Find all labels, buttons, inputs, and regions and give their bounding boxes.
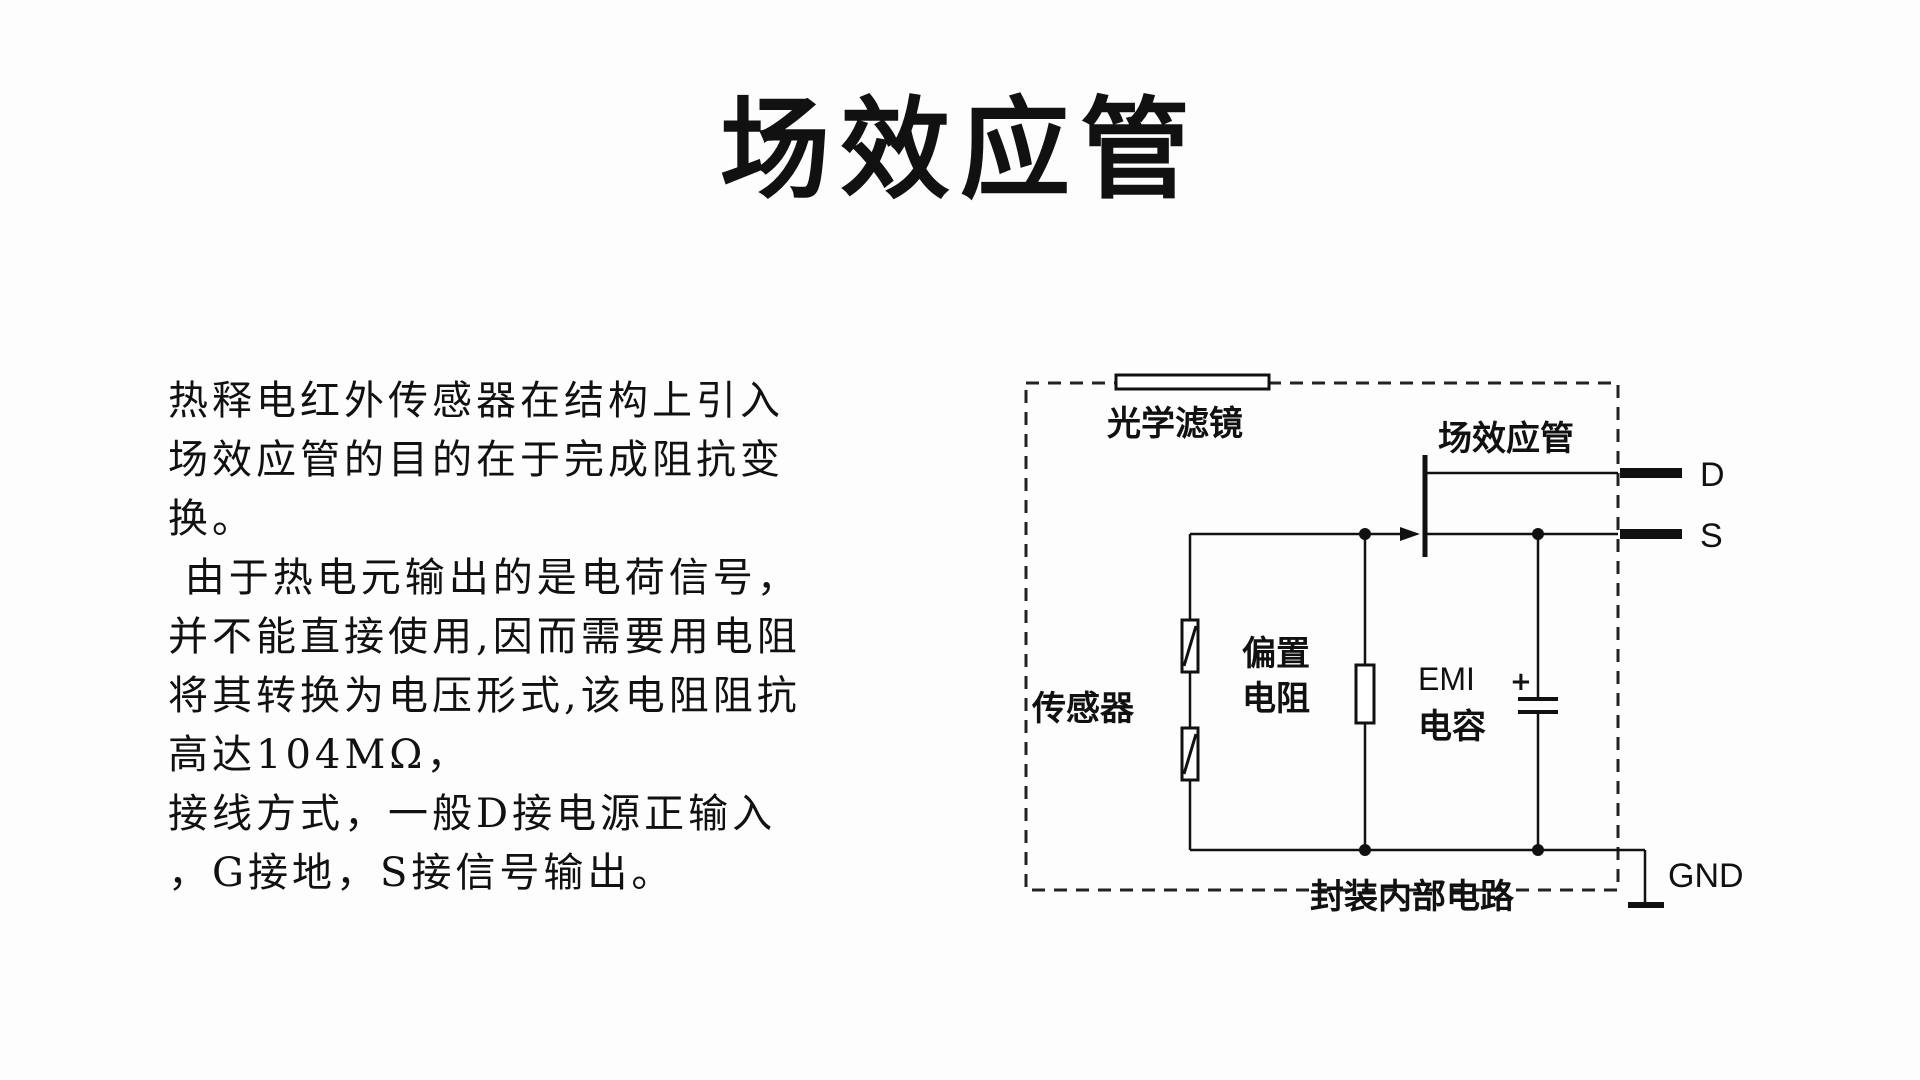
package-label: 封装内部电路 [1310,877,1515,917]
optical-filter-window [1114,373,1271,391]
text-line: 换。 [168,496,256,542]
description-text: 热释电红外传感器在结构上引入 场效应管的目的在于完成阻抗变 换。 由于热电元输出… [168,372,868,903]
emi-label-line1: EMI [1418,661,1475,697]
pin-s-lead [1620,529,1682,539]
pin-gnd-label: GND [1668,857,1744,895]
optical-filter-label: 光学滤镜 [1107,404,1243,444]
fet-arrow-icon [1400,527,1420,541]
text-line: 将其转换为电压形式,该电阻阻抗 [168,673,801,719]
bias-resistor-label-line2: 电阻 [1242,679,1310,719]
bias-resistor-label-line1: 偏置 [1242,634,1310,674]
fet-label: 场效应管 [1438,419,1574,459]
sensor-label: 传感器 [1031,689,1135,729]
pin-d-label: D [1700,456,1725,494]
text-line: 接线方式，一般D接电源正输入 [168,791,777,837]
circuit-diagram: 光学滤镜 场效应管 D S 传感器 偏置 电阻 + [1010,360,1770,924]
pin-d-lead [1620,468,1682,478]
bias-resistor [1354,663,1376,725]
text-line: 场效应管的目的在于完成阻抗变 [168,437,784,483]
junction-dot [1359,528,1371,540]
text-line: 并不能直接使用,因而需要用电阻 [168,614,801,660]
text-line: 热释电红外传感器在结构上引入 [168,378,784,424]
sensor-element-bottom-diagonal [1182,733,1198,775]
capacitor-polarity-label: + [1510,667,1532,697]
package-boundary [1024,381,1620,892]
pin-s-label: S [1700,517,1723,555]
text-line: ，G接地，S接信号输出。 [168,850,676,896]
text-line: 由于热电元输出的是电荷信号， [168,555,801,601]
emi-label-line2: 电容 [1418,707,1486,747]
page-title: 场效应管 [720,85,1200,214]
sensor-element-top-diagonal [1182,625,1198,667]
text-line: 高达104MΩ， [168,732,471,778]
junction-dot [1532,528,1544,540]
